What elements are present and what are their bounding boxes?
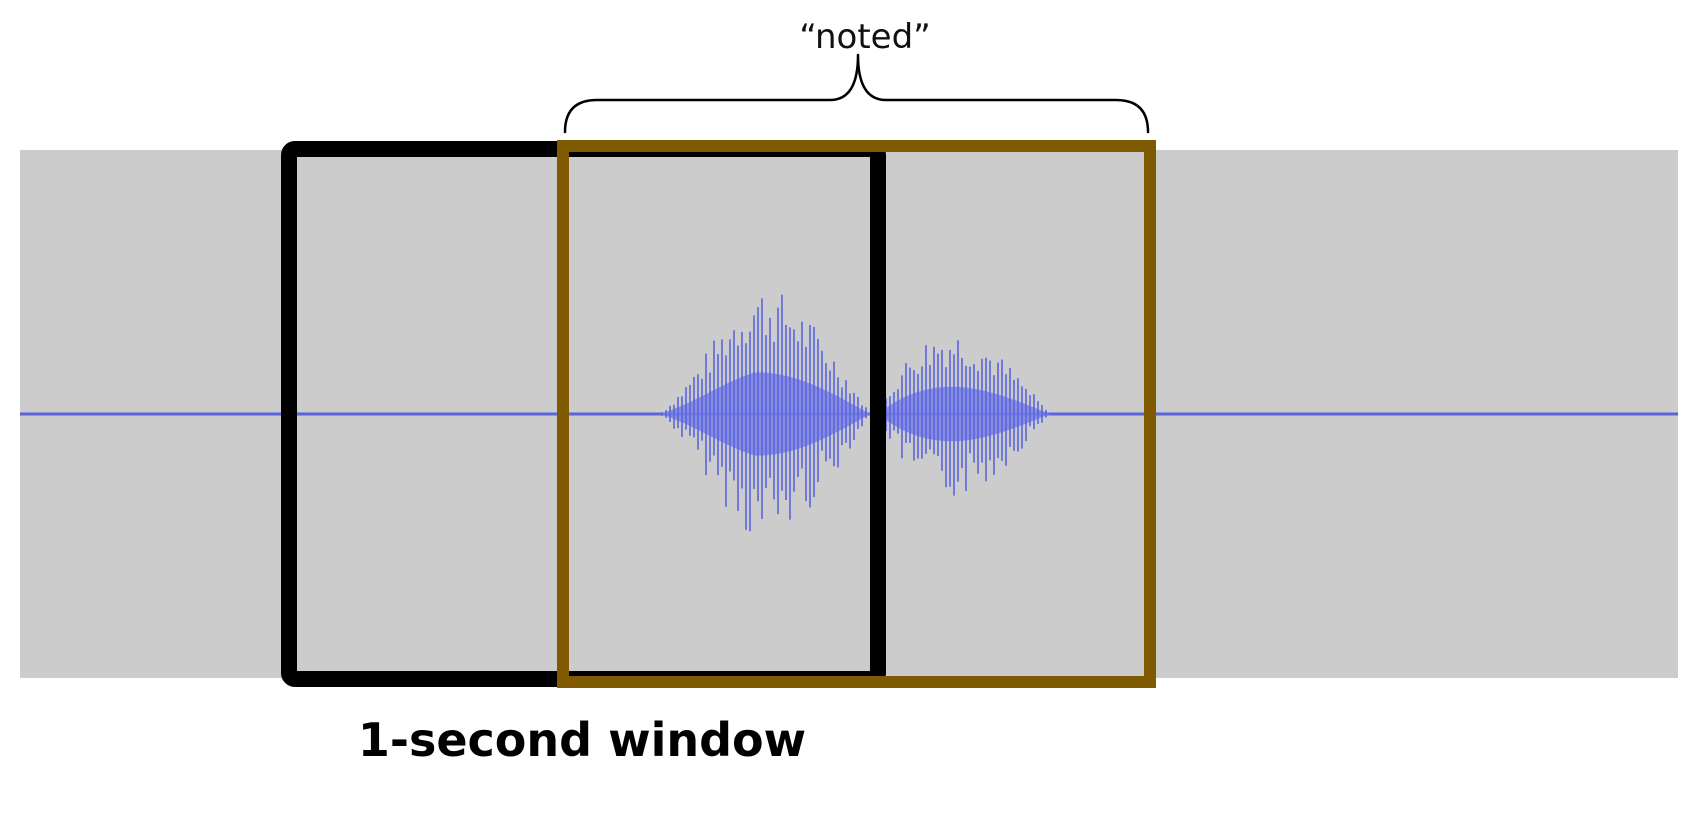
word-label: “noted” xyxy=(799,17,931,57)
word-brace xyxy=(563,53,1150,134)
window-caption: 1-second window xyxy=(358,713,806,767)
waveform-body xyxy=(655,372,1055,456)
audio-waveform-icon xyxy=(655,294,1055,532)
word-region-frame xyxy=(557,140,1156,688)
